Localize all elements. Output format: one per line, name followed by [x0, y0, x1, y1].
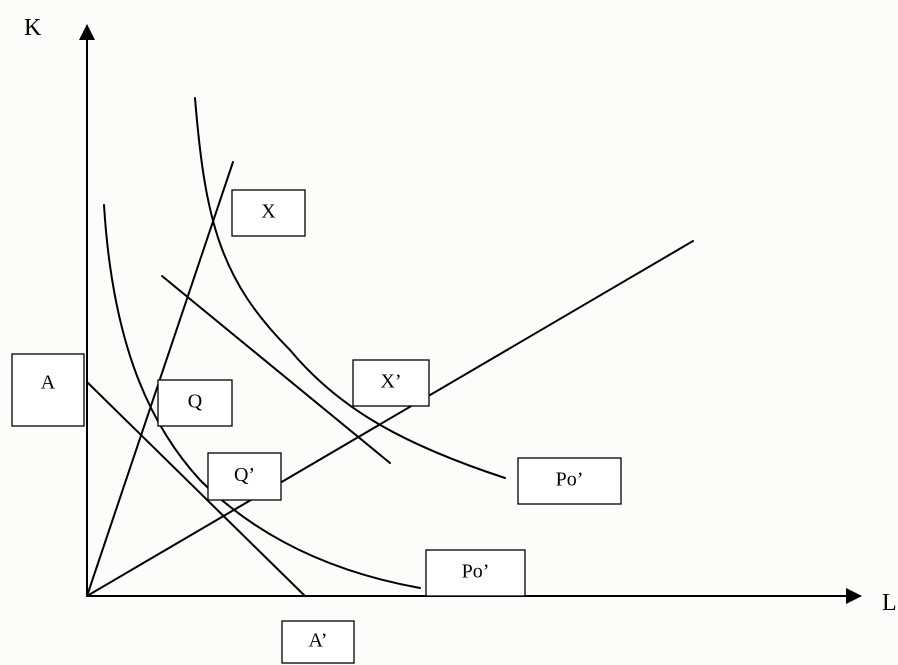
svg-text:Q: Q: [188, 391, 203, 413]
x-label-box: X: [231, 189, 306, 237]
po-lower-label-box: Po’: [425, 549, 526, 597]
upper-isocost-line: [161, 275, 391, 464]
x-prime-label-box: X’: [352, 359, 430, 407]
lower-isocost-line: [86, 381, 306, 597]
po-upper-label-box: Po’: [517, 457, 622, 505]
svg-text:Po’: Po’: [556, 469, 584, 491]
q-prime-label-box: Q’: [207, 452, 282, 501]
vertical-axis-label: K: [24, 15, 42, 41]
svg-text:Q’: Q’: [234, 464, 255, 486]
svg-text:A: A: [41, 372, 56, 394]
a-label-box: A: [11, 353, 85, 427]
steep-ray-line: [86, 161, 234, 597]
a-prime-label-box: A’: [281, 620, 355, 664]
svg-text:X: X: [261, 201, 276, 223]
shallow-ray-line: [86, 240, 694, 597]
svg-text:A’: A’: [309, 630, 328, 652]
horizontal-axis-label: L: [882, 590, 897, 616]
q-label-box: Q: [157, 379, 233, 427]
lower-isoquant-curve: [103, 204, 421, 589]
svg-text:X’: X’: [380, 371, 401, 393]
upper-isoquant-curve: [194, 97, 506, 479]
svg-text:Po’: Po’: [462, 561, 490, 583]
